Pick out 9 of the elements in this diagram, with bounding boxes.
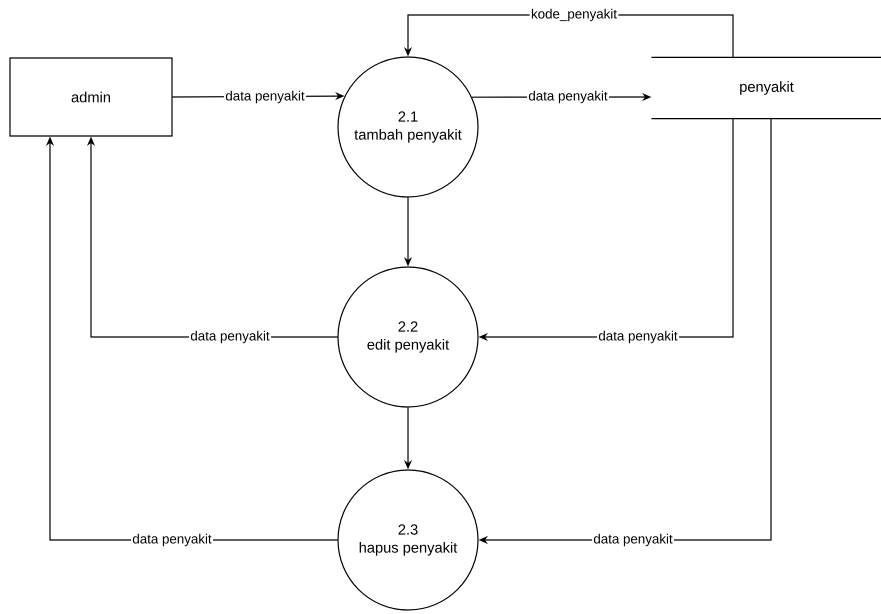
edge-label: data penyakit [592, 532, 674, 548]
edge-label: data penyakit [597, 329, 679, 345]
edge-label: kode_penyakit [530, 7, 618, 23]
edge-label: data penyakit [131, 532, 213, 548]
data-store: penyakit [651, 56, 881, 120]
edge-label: data penyakit [189, 329, 271, 345]
entity-box: admin [9, 57, 173, 137]
edge-label: data penyakit [224, 89, 306, 105]
edge-label: data penyakit [527, 89, 609, 105]
